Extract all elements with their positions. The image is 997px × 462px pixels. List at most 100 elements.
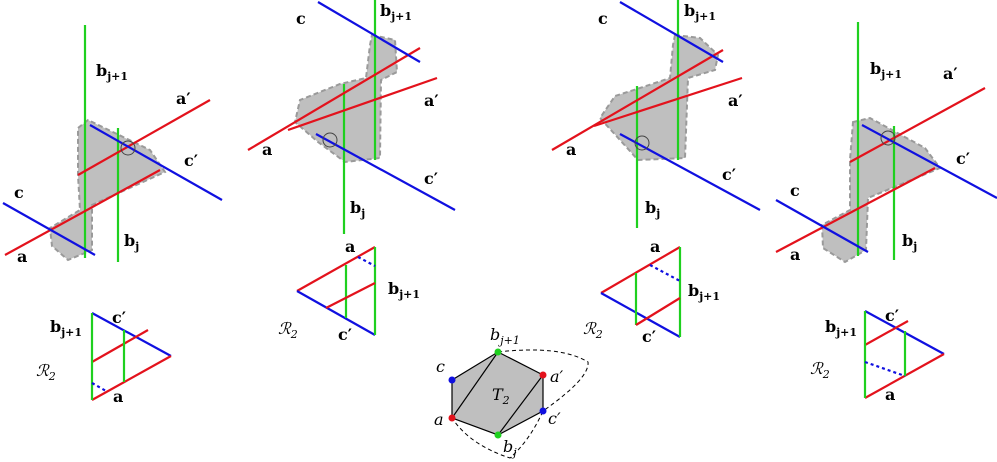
panel-2-label-a-prime: a′ (424, 91, 439, 110)
panel-3-line-a (593, 76, 743, 128)
panel-1-tri-label-bj1: bj+1 (50, 317, 82, 339)
panel-2-shaded-region (293, 33, 399, 164)
panel-1-intersection-marker (120, 140, 136, 156)
panel-1-label-bj: bj (124, 231, 139, 253)
hexagon-t2: bj+1 c a′ T2 a c′ bj (434, 325, 589, 459)
panel-3-label-c-prime: c′ (722, 165, 736, 184)
hexagon-vertex-c-prime (539, 407, 547, 415)
panel-4-tri-red-top (864, 320, 909, 346)
panel-1-triangle: bj+1 c′ ℛ2 a (36, 308, 172, 406)
panel-2-tri-red-top (296, 246, 376, 292)
panel-1-tri-label-r2: ℛ2 (36, 361, 56, 383)
panel-2-line-a (287, 76, 438, 132)
panel-3-triangle: a bj+1 ℛ2 c′ (583, 237, 720, 346)
panel-1-tri-blue-edge (91, 312, 172, 357)
panel-2-tri-label-r2: ℛ2 (278, 319, 298, 341)
panel-4-tri-label-c-prime: c′ (885, 306, 899, 325)
hexagon-diagonal-2 (497, 374, 544, 436)
panel-3-tri-label-c-prime: c′ (642, 327, 656, 346)
panel-3-line-c (619, 1, 724, 63)
panel-3-line-a-prime (551, 49, 724, 151)
panel-2-tri-red-mid (325, 282, 376, 309)
panel-2-label-a: a (262, 140, 272, 159)
panel-4-label-bj1: bj+1 (870, 59, 902, 81)
panel-3-label-a: a (566, 140, 576, 159)
panel-3-tri-label-a: a (650, 237, 660, 256)
panel-3-intersection-marker (634, 135, 650, 151)
panel-2-tri-label-c-prime: c′ (338, 325, 352, 344)
panel-2-label-c: c (296, 9, 306, 28)
panel-1-label-c-prime: c′ (184, 151, 198, 170)
panel-2-label-bj1: bj+1 (380, 1, 412, 23)
panel-3-label-bj1: bj+1 (684, 1, 716, 23)
hexagon-label-bj1: bj+1 (490, 325, 520, 347)
hexagon-vertex-c (448, 376, 456, 384)
panel-2-tri-dotted-edge (357, 256, 376, 267)
panel-1-tri-red-edge-bottom (91, 355, 172, 401)
panel-4-arrangement: bj+1 a′ c′ c a bj (775, 22, 997, 264)
hexagon-vertex-bj1 (494, 348, 502, 356)
panel-3-arrangement: c bj+1 a′ a c′ bj (551, 0, 761, 228)
panel-2-line-a-prime (247, 47, 421, 151)
panel-2-label-c-prime: c′ (424, 169, 438, 188)
hexagon-label-c: c (436, 357, 445, 376)
panel-2-triangle: a bj+1 ℛ2 c′ (278, 237, 420, 344)
panel-1-label-bj1: bj+1 (96, 61, 128, 83)
panel-4-line-c (775, 199, 869, 253)
panel-1-label-a: a (17, 247, 27, 266)
panel-4-line-c-prime (861, 124, 997, 199)
panel-2-tri-label-bj1: bj+1 (388, 279, 420, 301)
panel-4-label-c-prime: c′ (956, 149, 970, 168)
panel-3-label-c: c (598, 9, 608, 28)
panel-4-line-a (775, 167, 936, 253)
panel-4-label-bj: bj (902, 231, 917, 253)
panel-2-line-c-prime (315, 133, 456, 211)
hexagon-vertex-bj (494, 431, 502, 439)
panel-2-tri-blue-bottom (296, 290, 376, 336)
panel-1-line-c (2, 202, 96, 256)
panel-1-tri-red-mid (91, 329, 149, 363)
panel-2-label-bj: bj (350, 198, 365, 220)
panel-4-line-a-prime (849, 87, 986, 163)
hexagon-label-a: a (434, 410, 444, 429)
panel-2-tri-label-a: a (345, 237, 355, 256)
hexagon-label-t2: T2 (492, 385, 510, 407)
panel-4-label-a: a (790, 245, 800, 264)
panel-4-tri-label-a: a (885, 385, 895, 404)
panel-3-shaded-region (598, 33, 720, 162)
panel-3-tri-label-bj1: bj+1 (688, 281, 720, 303)
panel-1-tri-label-a: a (113, 387, 123, 406)
panel-1-line-a-prime (77, 99, 211, 176)
panel-1-arrangement: c a bj+1 a′ c′ bj (2, 25, 223, 266)
panel-2-arrangement: c bj+1 a′ a c′ bj (247, 0, 456, 234)
panel-3-tri-dotted-edge (649, 264, 681, 282)
panel-1-shaded-region (48, 118, 167, 262)
hexagon-dashed-outline (451, 349, 589, 459)
panel-4-label-a-prime: a′ (943, 64, 958, 83)
panel-4-tri-dotted-edge (864, 360, 906, 378)
hexagon-label-c-prime: c′ (548, 409, 561, 428)
panel-2-line-c (317, 1, 421, 63)
hexagon-vertex-a-prime (539, 371, 547, 379)
panel-1-tri-dotted-edge (91, 382, 107, 392)
panel-1-line-c-prime (89, 124, 223, 201)
panel-4-triangle: c′ bj+1 ℛ2 a (810, 306, 945, 404)
panel-3-label-bj: bj (645, 198, 660, 220)
panel-1-line-a (4, 169, 161, 256)
hexagon-vertex-a (448, 414, 456, 422)
panel-3-tri-red-mid (635, 297, 681, 326)
hexagon-label-a-prime: a′ (550, 367, 564, 386)
panel-2-intersection-marker (322, 132, 338, 148)
panel-3-line-c-prime (619, 133, 761, 211)
panel-3-tri-label-r2: ℛ2 (583, 319, 603, 341)
hexagon-diagonal-1 (451, 351, 499, 419)
panel-1-label-c: c (14, 183, 24, 202)
panel-3-label-a-prime: a′ (728, 91, 743, 110)
panel-4-tri-label-bj1: bj+1 (825, 317, 857, 339)
hexagon-label-bj: bj (503, 437, 517, 459)
panel-1-tri-label-c-prime: c′ (112, 308, 126, 327)
panel-3-tri-blue-bottom (600, 292, 681, 338)
panel-4-tri-label-r2: ℛ2 (810, 359, 830, 381)
panel-4-shaded-region (820, 116, 942, 264)
